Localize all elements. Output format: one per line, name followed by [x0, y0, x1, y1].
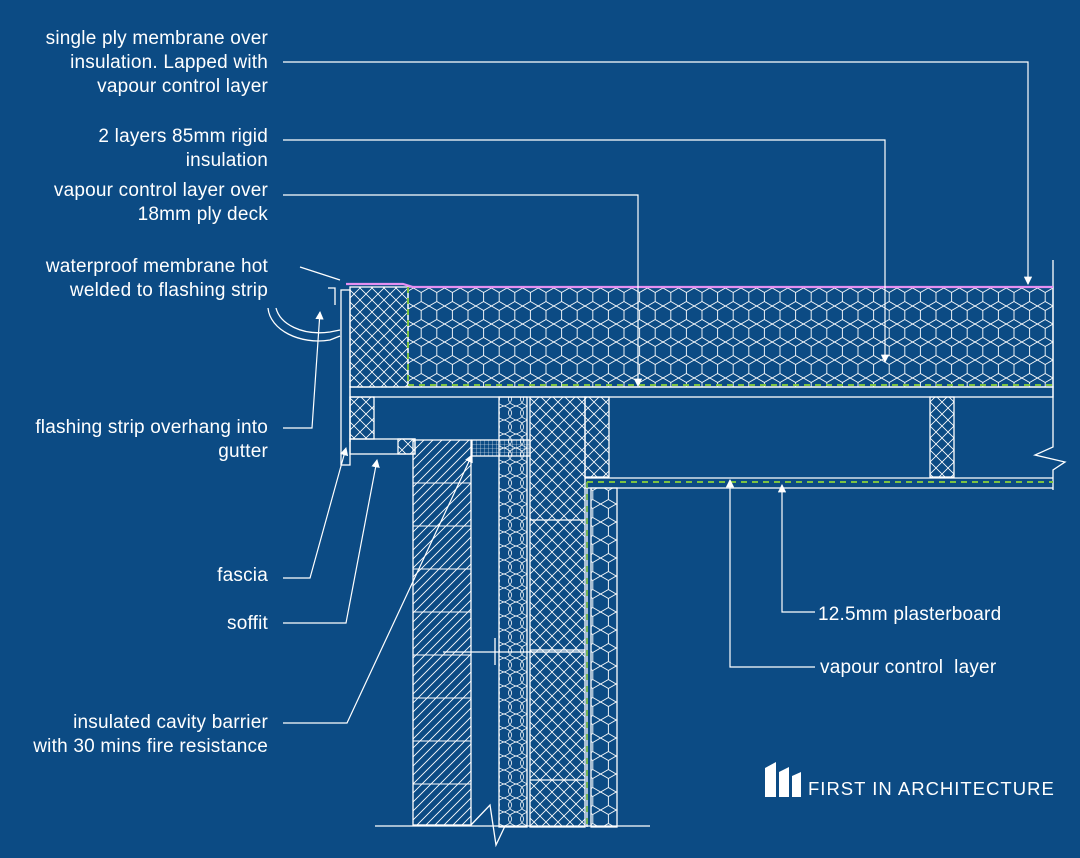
ply-deck [349, 386, 1054, 398]
leader-flashing [283, 310, 324, 429]
building-logo-icon [765, 762, 801, 797]
fascia-board [340, 289, 351, 466]
label-cavity-barrier: insulated cavity barrier with 30 mins fi… [33, 712, 268, 757]
joist-noggin [584, 396, 610, 478]
leader-vcl [725, 478, 815, 668]
leader-cavity-barrier [283, 454, 473, 724]
label-vapour-control-layer: vapour control layer [820, 657, 997, 678]
brand-name: FIRST IN ARCHITECTURE [808, 778, 1055, 799]
label-rigid-insulation: 2 layers 85mm rigid insulation [98, 126, 268, 171]
leader-vcl-deck [283, 194, 643, 388]
single-ply-membrane [346, 282, 1053, 289]
label-plasterboard: 12.5mm plasterboard [818, 604, 1002, 625]
leader-rigid-insulation [283, 139, 890, 364]
label-vcl-ply-deck: vapour control layer over 18mm ply deck [53, 180, 268, 225]
inner-lining [590, 487, 618, 828]
edge-timber [349, 286, 409, 388]
brick-outer-leaf [412, 439, 472, 826]
leader-single-ply [283, 61, 1033, 286]
label-fascia: fascia [217, 565, 268, 586]
timber-frame [529, 396, 586, 828]
cavity-insulation [498, 396, 528, 828]
label-waterproof-membrane: waterproof membrane hot welded to flashi… [45, 256, 268, 301]
gutter [267, 307, 341, 342]
joist-noggin [349, 396, 375, 440]
leader-fascia [283, 446, 349, 579]
rigid-insulation [407, 286, 1054, 388]
leader-plasterboard [777, 483, 815, 613]
label-flashing-strip: flashing strip overhang into gutter [35, 417, 268, 462]
joist-noggin [929, 396, 955, 478]
leader-soffit [283, 458, 380, 624]
label-soffit: soffit [227, 613, 268, 634]
label-single-ply-membrane: single ply membrane over insulation. Lap… [45, 28, 268, 97]
